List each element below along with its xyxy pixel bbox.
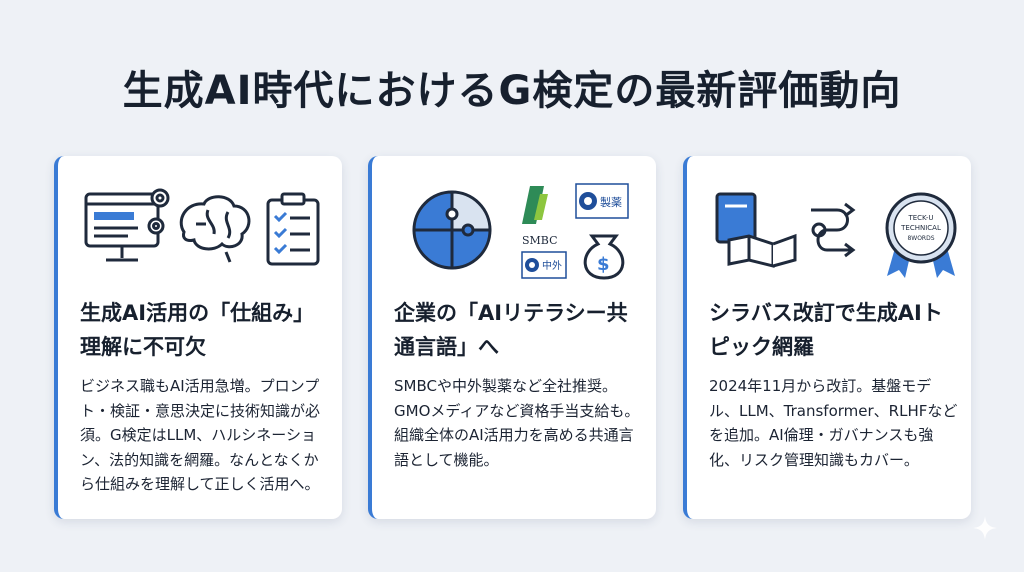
badge-icon: TECK-U TECHNICAL 8WORDS [885,192,957,278]
svg-text:TECHNICAL: TECHNICAL [900,224,941,232]
svg-text:8WORDS: 8WORDS [907,235,934,242]
svg-text:$: $ [597,254,610,275]
card-heading: シラバス改訂で生成AIトピック網羅 [709,301,943,359]
pharma-logo: 製薬 [575,183,629,219]
page-title: 生成AI時代におけるG検定の最新評価動向 [122,68,902,114]
card-syllabus-revision: TECK-U TECHNICAL 8WORDS シラバス改訂で生成AIトピック網… [683,156,971,519]
svg-text:TECK-U: TECK-U [907,214,933,222]
puzzle-icon [412,190,492,270]
sparkle-icon [973,516,997,540]
card-corporate-literacy: SMBC 製薬 中外 $ 企業の「AIリテラシー共通言語」へ SMBCや中外製薬… [368,156,656,519]
smbc-logo: SMBC [522,186,558,247]
card-body: SMBCや中外製薬など全社推奨。GMOメディアなど資格手当支給も。組織全体のAI… [394,377,640,469]
card-2-illustration: SMBC 製薬 中外 $ [412,183,629,280]
open-book-icon [715,192,797,268]
money-bag-icon: $ [583,234,625,280]
svg-text:中外: 中外 [542,259,562,272]
chugai-logo: 中外 [521,251,567,279]
card-heading: 生成AI活用の「仕組み」理解に不可欠 [80,301,315,359]
clipboard-checklist-icon [266,192,320,266]
svg-text:SMBC: SMBC [522,234,558,247]
brain-icon [179,195,251,263]
flow-arrows-icon [811,202,856,258]
monitor-gear-icon [84,188,170,262]
card-heading: 企業の「AIリテラシー共通言語」へ [394,301,628,359]
card-3-illustration: TECK-U TECHNICAL 8WORDS [715,192,957,278]
card-1-illustration [84,188,320,266]
card-genai-understanding: 生成AI活用の「仕組み」理解に不可欠 ビジネス職もAI活用急増。プロンプト・検証… [54,156,342,519]
svg-text:製薬: 製薬 [600,195,622,209]
card-body: ビジネス職もAI活用急増。プロンプト・検証・意思決定に技術知識が必須。G検定はL… [80,377,321,493]
card-body: 2024年11月から改訂。基盤モデル、LLM、Transformer、RLHFな… [709,377,958,469]
